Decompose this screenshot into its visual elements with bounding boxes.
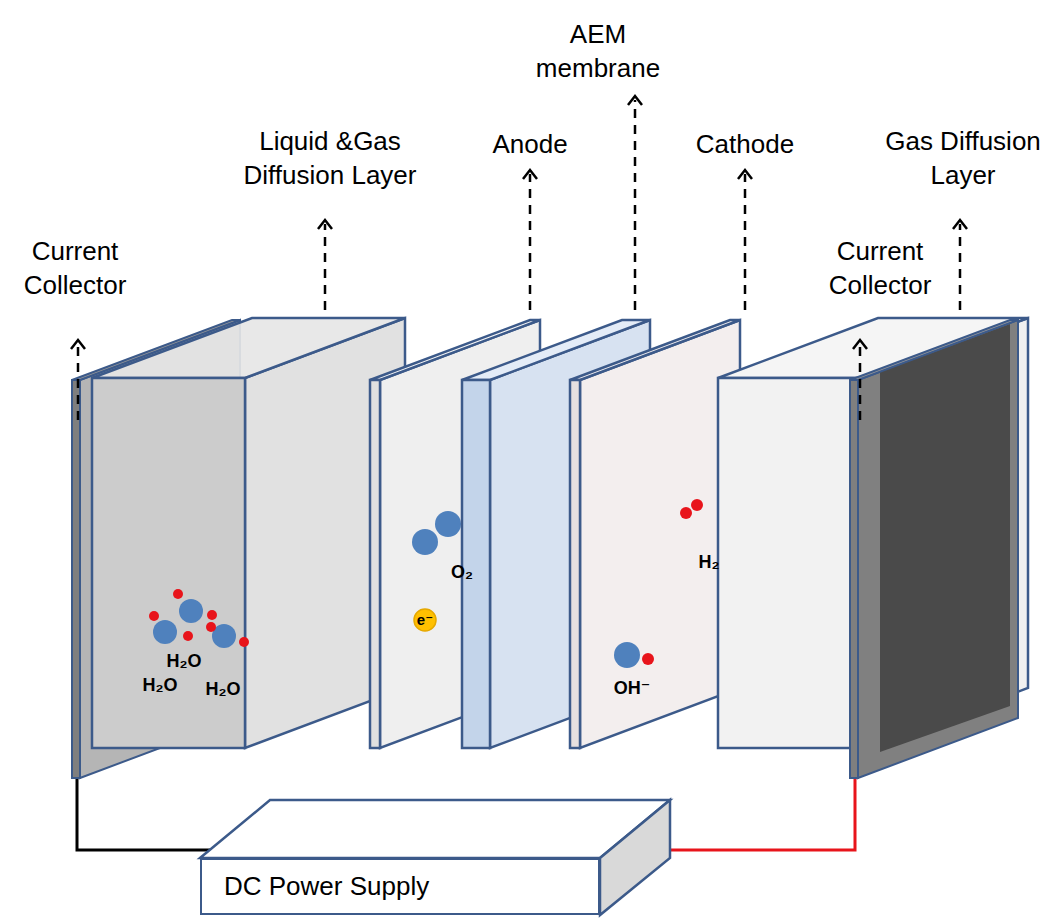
cathode-face <box>580 320 740 748</box>
collector-face <box>858 320 1018 778</box>
oxygen-atom <box>153 620 177 644</box>
oxygen-atom <box>179 599 203 623</box>
species-label: H₂ <box>699 551 720 574</box>
cathode-top <box>570 320 740 380</box>
leader-head <box>71 340 85 349</box>
gas-diffusion-front <box>718 378 868 748</box>
part-label: Current Collector <box>810 235 950 303</box>
species-label: OH⁻ <box>614 677 651 700</box>
leader-head <box>738 170 752 179</box>
part-label: Liquid &Gas Diffusion Layer <box>230 125 430 193</box>
oxygen-atom <box>614 642 640 668</box>
negative-wire <box>77 778 210 850</box>
hydrogen-atom <box>149 611 159 621</box>
hydrogen-atom <box>239 637 249 647</box>
hydrogen-atom <box>642 653 654 665</box>
collector-face-dark <box>880 324 1010 752</box>
collector-edge <box>850 380 858 778</box>
hydrogen-atom <box>206 622 216 632</box>
power-supply-box: DC Power Supply <box>200 858 600 915</box>
anode-edge <box>370 380 380 748</box>
species-label: H₂O <box>143 674 178 697</box>
leader-line <box>529 174 532 310</box>
power-supply-label: DC Power Supply <box>224 871 598 902</box>
leader-line <box>634 100 637 310</box>
oxygen-atom <box>435 511 461 537</box>
species-label: H₂O <box>206 678 241 701</box>
hydrogen-atom <box>691 499 703 511</box>
part-label: Gas Diffusion Layer <box>873 125 1053 193</box>
leader-line <box>959 224 962 310</box>
hydrogen-atom <box>680 507 692 519</box>
species-label: e⁻ <box>417 610 433 630</box>
hydrogen-atom <box>183 631 193 641</box>
hydrogen-atom <box>207 610 217 620</box>
power-supply-side <box>600 800 670 915</box>
hydrogen-atom <box>173 589 183 599</box>
leader-head <box>853 340 867 349</box>
power-supply-top <box>200 800 670 858</box>
species-label: H₂O <box>167 650 202 673</box>
part-label: Cathode <box>696 128 794 162</box>
diffusion-layer-top <box>92 318 405 378</box>
species-label: O₂ <box>451 561 473 584</box>
electron <box>414 609 436 631</box>
leader-head <box>318 220 332 229</box>
leader-line <box>324 224 327 310</box>
leader-head <box>523 170 537 179</box>
leader-arrows <box>71 96 967 420</box>
part-label: Current Collector <box>5 235 145 303</box>
diffusion-layer-side <box>245 318 405 748</box>
part-label: Anode <box>492 128 567 162</box>
leader-line <box>77 344 80 420</box>
leader-head <box>628 96 642 105</box>
leader-line <box>744 174 747 310</box>
collector-top <box>850 320 1018 380</box>
diffusion-layer-front <box>92 378 245 748</box>
oxygen-atom <box>412 529 438 555</box>
part-label: AEM membrane <box>528 18 668 86</box>
cathode-edge <box>570 380 580 748</box>
leader-head <box>953 220 967 229</box>
leader-line <box>859 344 862 420</box>
collector-edge <box>72 380 80 778</box>
